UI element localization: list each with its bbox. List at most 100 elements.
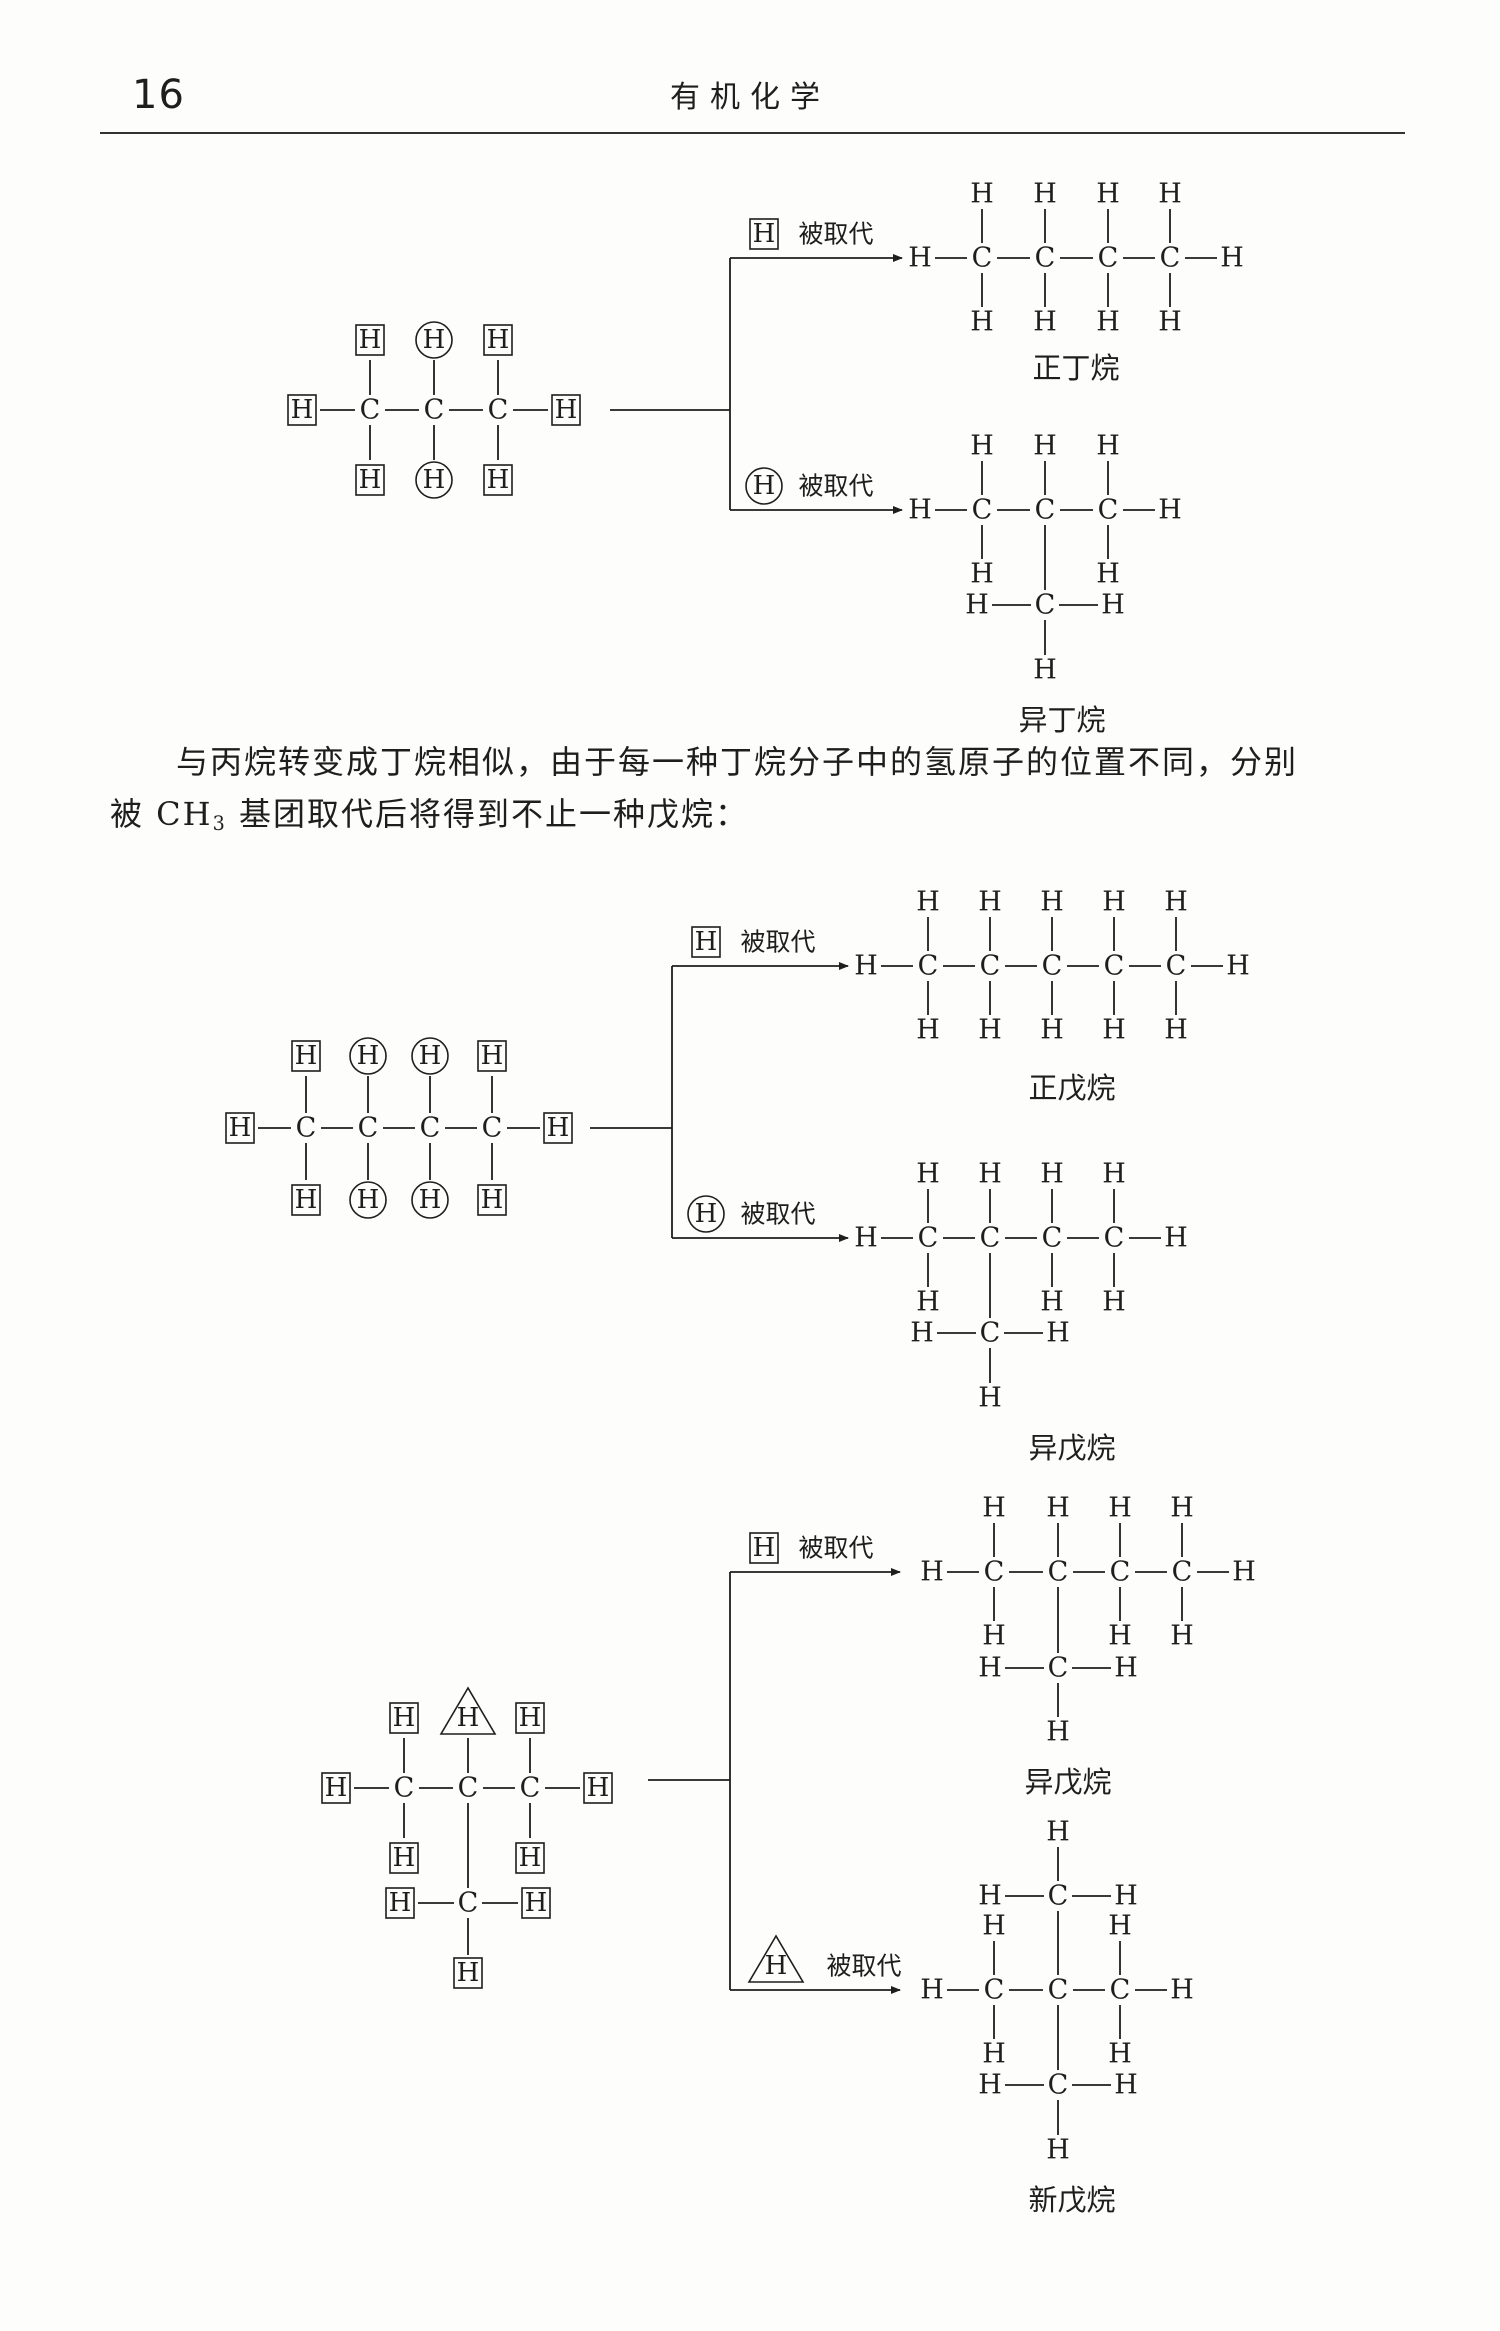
hydrogen-atom: H [229,1113,252,1143]
carbon-atom: C [1048,1653,1069,1684]
carbon-atom: C [296,1113,317,1144]
carbon-atom: C [1048,1881,1069,1912]
square-marker [389,1702,419,1734]
hydrogen-atom: H [1170,1975,1194,2006]
square-marker [453,1957,483,1989]
hydrogen-atom: H [1096,559,1120,590]
hydrogen-atom: H [487,325,510,355]
carbon-atom: C [394,1773,415,1804]
replaced-label: 被取代 [740,928,815,957]
hydrogen-atom: H [1033,431,1057,462]
hydrogen-atom: H [1040,887,1064,918]
hydrogen-atom: H [753,471,776,501]
hydrogen-atom: H [978,1653,1002,1684]
hydrogen-atom: H [1046,2135,1070,2166]
hydrogen-atom: H [419,1185,442,1215]
hydrogen-atom: H [555,395,578,425]
hydrogen-atom: H [1158,307,1182,338]
hydrogen-atom: H [1096,431,1120,462]
hydrogen-atom: H [982,1621,1006,1652]
body-paragraph-line-2: 被 CH3 基团取代后将得到不止一种戊烷： [110,788,749,850]
square-marker [483,464,513,496]
hydrogen-atom: H [1114,1881,1138,1912]
square-marker [355,324,385,356]
square-marker [291,1184,321,1216]
hydrogen-atom: H [695,1199,718,1229]
square-marker [477,1184,507,1216]
carbon-atom: C [360,395,381,426]
hydrogen-atom: H [1108,2039,1132,2070]
hydrogen-atom: H [916,887,940,918]
hydrogen-atom: H [1101,590,1125,621]
hydrogen-atom: H [1040,1287,1064,1318]
carbon-atom: C [1104,1223,1125,1254]
hydrogen-atom: H [1102,1287,1126,1318]
carbon-atom: C [918,1223,939,1254]
square-marker [515,1702,545,1734]
hydrogen-atom: H [1158,495,1182,526]
carbon-atom: C [1042,1223,1063,1254]
carbon-atom: C [1035,590,1056,621]
circle-marker [415,461,453,499]
hydrogen-atom: H [423,465,446,495]
compound-name: 异戊烷 [1028,1431,1115,1465]
carbon-atom: C [458,1888,479,1919]
square-marker [321,1772,351,1804]
hydrogen-atom: H [982,1911,1006,1942]
compound-name: 正丁烷 [1032,351,1119,385]
hydrogen-atom: H [393,1703,416,1733]
hydrogen-atom: H [1114,2070,1138,2101]
carbon-atom: C [1048,2070,1069,2101]
hydrogen-atom: H [908,495,932,526]
hydrogen-atom: H [1232,1557,1256,1588]
hydrogen-atom: H [1108,1493,1132,1524]
replaced-label: 被取代 [740,1200,815,1229]
hydrogen-atom: H [519,1843,542,1873]
hydrogen-atom: H [1108,1911,1132,1942]
circle-marker [745,467,783,505]
hydrogen-atom: H [1114,1653,1138,1684]
hydrogen-atom: H [1164,1223,1188,1254]
hydrogen-atom: H [295,1185,318,1215]
subscript-3: 3 [212,811,227,835]
carbon-atom: C [520,1773,541,1804]
square-marker [225,1112,255,1144]
square-marker [543,1112,573,1144]
header-rule [100,132,1405,134]
hydrogen-atom: H [1226,951,1250,982]
square-marker [483,324,513,356]
hydrogen-atom: H [1158,179,1182,210]
hydrogen-atom: H [978,2070,1002,2101]
hydrogen-atom: H [487,465,510,495]
hydrogen-atom: H [419,1041,442,1071]
hydrogen-atom: H [357,1185,380,1215]
hydrogen-atom: H [1046,1717,1070,1748]
hydrogen-atom: H [978,1881,1002,1912]
square-marker [583,1772,613,1804]
carbon-atom: C [1172,1557,1193,1588]
carbon-atom: C [420,1113,441,1144]
hydrogen-atom: H [920,1975,944,2006]
hydrogen-atom: H [978,1015,1002,1046]
hydrogen-atom: H [1108,1621,1132,1652]
hydrogen-atom: H [1046,1318,1070,1349]
compound-name: 新戊烷 [1028,2183,1115,2217]
square-marker [551,394,581,426]
body-paragraph-line-1: 与丙烷转变成丁烷相似，由于每一种丁烷分子中的氢原子的位置不同，分别 [176,743,1299,781]
carbon-atom: C [1035,495,1056,526]
hydrogen-atom: H [1164,1015,1188,1046]
hydrogen-atom: H [916,1159,940,1190]
hydrogen-atom: H [457,1703,480,1733]
hydrogen-atom: H [423,325,446,355]
paragraph-text-a: 被 CH [110,795,213,833]
triangle-marker [747,1934,805,1983]
carbon-atom: C [358,1113,379,1144]
hydrogen-atom: H [1102,1015,1126,1046]
hydrogen-atom: H [765,1951,788,1981]
replaced-label: 被取代 [798,1534,873,1563]
hydrogen-atom: H [854,951,878,982]
compound-name: 异丁烷 [1018,703,1105,737]
square-marker [749,1532,779,1564]
